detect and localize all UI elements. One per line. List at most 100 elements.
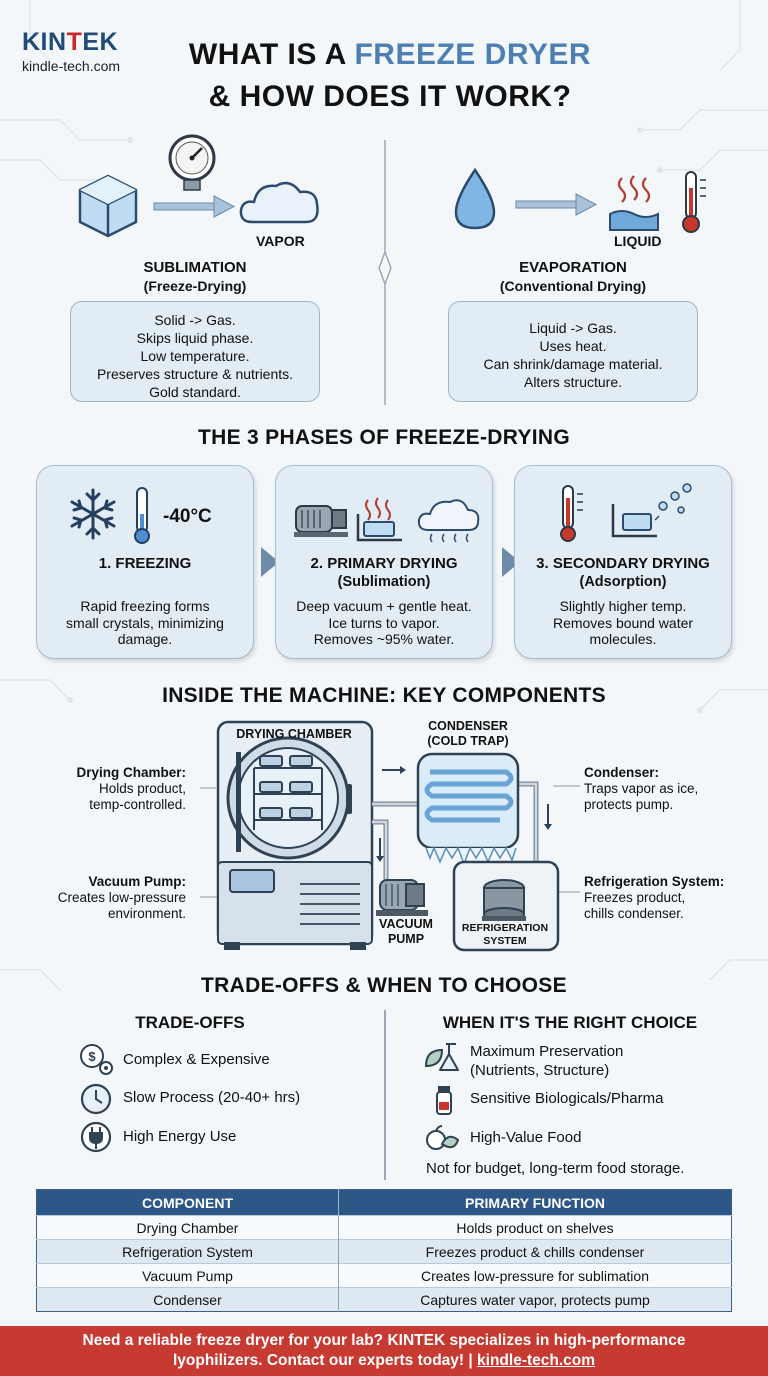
clock-icon (80, 1083, 112, 1115)
section-divider (378, 140, 392, 405)
tradeoffs-subheading: TRADE-OFFS (135, 1013, 245, 1032)
callout-name: Refrigeration System: (584, 874, 725, 889)
table-row: Vacuum Pump Creates low-pressure for sub… (36, 1263, 732, 1288)
sublimation-point: Skips liquid phase. (136, 330, 254, 346)
vapor-cloud-icon (417, 499, 480, 543)
money-gear-icon: $ (80, 1044, 113, 1075)
table-cell: Creates low-pressure for sublimation (338, 1263, 732, 1288)
phase-title: 2. PRIMARY DRYING (310, 555, 458, 572)
ice-cube-icon (78, 174, 138, 238)
diagram-label-condenser-line: CONDENSER (428, 719, 508, 733)
right-choice-line: Maximum Preservation (470, 1043, 624, 1060)
sublimation-points-box: Solid -> Gas. Skips liquid phase. Low te… (70, 301, 320, 402)
callout-vacuum-pump: Vacuum Pump: Creates low-pressure enviro… (22, 874, 186, 922)
phase-card-primary-drying: 2. PRIMARY DRYING (Sublimation) Deep vac… (275, 465, 493, 659)
pressure-gauge-icon (168, 134, 216, 191)
callout-line: Traps vapor as ice, (584, 781, 699, 796)
phase-card-secondary-drying: 3. SECONDARY DRYING (Adsorption) Slightl… (514, 465, 732, 659)
fruit-icon (426, 1125, 460, 1150)
evaporation-point: Alters structure. (523, 374, 623, 390)
evaporation-title: EVAPORATION (519, 259, 627, 276)
right-choice-item: High-Value Food (470, 1129, 582, 1146)
refrigeration-system (452, 860, 560, 952)
footer-banner: Need a reliable freeze dryer for your la… (0, 1326, 768, 1376)
tradeoffs-heading: TRADE-OFFS & WHEN TO CHOOSE (201, 974, 567, 997)
callout-line: Holds product, (98, 781, 186, 796)
evaporation-subtitle: (Conventional Drying) (499, 278, 647, 294)
phase3-icons (560, 483, 692, 542)
water-drop-icon (454, 167, 496, 230)
title-text: WHAT IS A (188, 38, 355, 71)
machine-heading: INSIDE THE MACHINE: KEY COMPONENTS (162, 684, 606, 707)
callout-name: Vacuum Pump: (88, 874, 186, 889)
table-row: Refrigeration System Freezes product & c… (36, 1239, 732, 1264)
freezing-temperature: -40°C (163, 506, 212, 527)
phase-body-line: damage. (117, 631, 173, 647)
phase-body: Deep vacuum + gentle heat. Ice turns to … (276, 598, 492, 648)
footer-line2: lyophilizers. Contact our experts today!… (0, 1351, 768, 1371)
sublimation-icons (78, 134, 319, 238)
phase-body-line: Deep vacuum + gentle heat. (296, 598, 472, 614)
phase-body-line: small crystals, minimizing (66, 614, 224, 631)
phase-body-line: molecules. (589, 631, 657, 647)
tradeoff-item: High Energy Use (123, 1128, 237, 1145)
diagram-label-pump-line: VACUUM (379, 917, 433, 931)
heated-liquid-icon (609, 175, 659, 231)
phase-card-freezing: -40°C 1. FREEZING Rapid freezing forms s… (36, 465, 254, 659)
callout-line: environment. (107, 906, 186, 921)
phase-arrow-icon (502, 547, 520, 577)
table-cell: Holds product on shelves (338, 1215, 732, 1240)
diagram-label-chamber: DRYING CHAMBER (236, 727, 352, 741)
phase2-icons (294, 497, 480, 543)
brand-url[interactable]: kindle-tech.com (22, 58, 121, 74)
phase-body: Slightly higher temp. Removes bound wate… (515, 598, 731, 648)
page-title-line1: WHAT IS A FREEZE DRYER (150, 38, 630, 72)
leaf-flask-icon (424, 1043, 459, 1071)
sublimation-point: Solid -> Gas. (154, 312, 236, 328)
sublimation-point: Gold standard. (149, 384, 241, 400)
callout-line: Freezes product, (584, 890, 686, 905)
table-row: Condenser Captures water vapor, protects… (36, 1287, 732, 1312)
callout-line: chills condenser. (584, 906, 684, 921)
phase-body: Rapid freezing forms small crystals, min… (37, 598, 253, 648)
freeze-dryer-diagram (200, 720, 580, 952)
right-choice-icons (424, 1043, 460, 1150)
evaporation-point: Liquid -> Gas. (529, 320, 617, 336)
page-title-line2: & HOW DOES IT WORK? (208, 80, 572, 113)
shelf-molecules-icon (611, 483, 692, 538)
condenser-cold-trap (416, 752, 520, 867)
phase-title: 1. FREEZING (98, 555, 192, 572)
title-accent: FREEZE DRYER (354, 38, 592, 71)
evaporation-point: Uses heat. (539, 338, 607, 354)
sublimation-title: SUBLIMATION (143, 259, 247, 276)
vapor-cloud-icon (239, 181, 319, 224)
right-choice-note: Not for budget, long-term food storage. (426, 1160, 685, 1177)
diagram-label-pump: VACUUM PUMP (370, 917, 442, 947)
footer-line2-text: lyophilizers. Contact our experts today!… (172, 1352, 478, 1369)
callout-name: Condenser: (584, 765, 660, 780)
table-cell: Refrigeration System (36, 1239, 339, 1264)
table-cell: Drying Chamber (36, 1215, 339, 1240)
footer-line1: Need a reliable freeze dryer for your la… (82, 1332, 686, 1349)
brand-logo[interactable]: KINTEK (22, 28, 118, 57)
footer-link[interactable]: kindle-tech.com (477, 1352, 596, 1369)
diagram-label-refrigeration: REFRIGERATION SYSTEM (455, 922, 555, 948)
snowflake-icon (70, 488, 116, 540)
evaporation-point: Can shrink/damage material. (483, 356, 663, 372)
callout-line: protects pump. (584, 797, 674, 812)
tradeoffs-divider (384, 1010, 386, 1180)
table-cell: Condenser (36, 1287, 339, 1312)
right-choice-item: Sensitive Biologicals/Pharma (470, 1090, 664, 1107)
diagram-label-condenser: CONDENSER (COLD TRAP) (412, 719, 524, 749)
phase-body-line: Removes bound water (552, 614, 694, 631)
brand-name-part3: EK (82, 28, 119, 56)
evaporation-icons (454, 167, 706, 233)
phase-arrow-icon (261, 547, 279, 577)
vacuum-pump-icon (294, 505, 348, 537)
phase-subtitle: (Adsorption) (579, 574, 667, 590)
brand-name-part1: KIN (22, 28, 67, 56)
thermometer-hot-icon (560, 485, 583, 542)
component-table: COMPONENT PRIMARY FUNCTION Drying Chambe… (36, 1189, 732, 1312)
callout-line: Creates low-pressure (57, 890, 186, 905)
thermometer-cold-icon (134, 487, 150, 544)
